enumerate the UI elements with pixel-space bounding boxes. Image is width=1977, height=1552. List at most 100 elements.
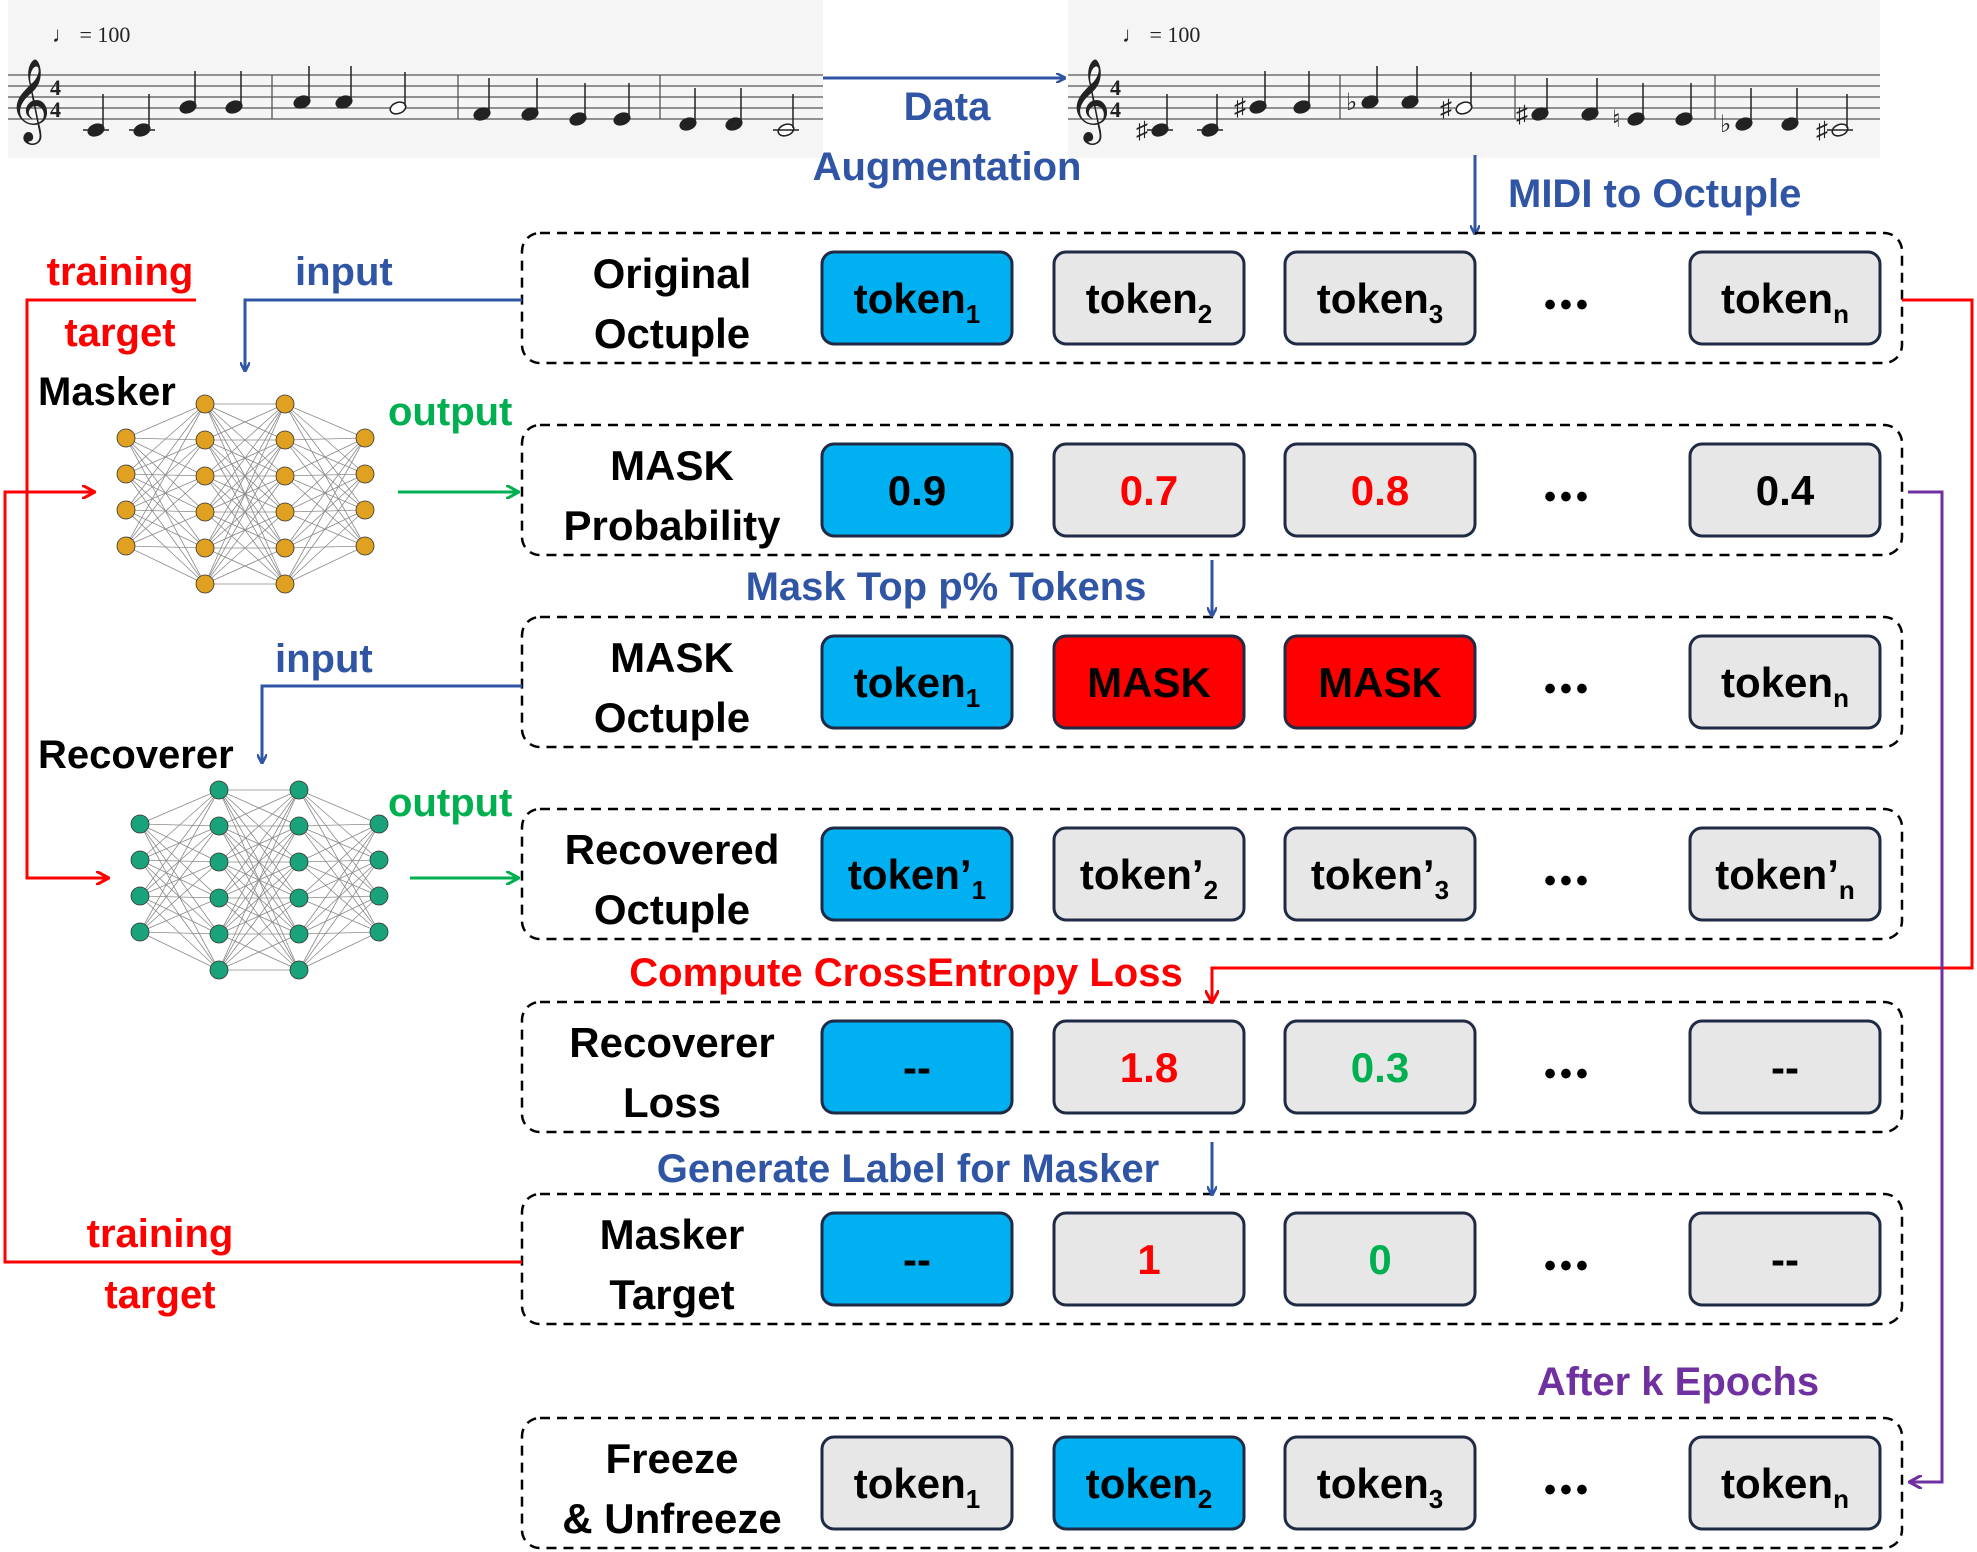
- music-note: [129, 94, 155, 137]
- network-edge: [298, 823, 380, 827]
- network-edge: [218, 897, 300, 971]
- music-note: [1781, 88, 1799, 131]
- network-node: [355, 500, 375, 520]
- music-note: [521, 78, 539, 121]
- row-title-line: Probability: [563, 502, 781, 549]
- svg-text:♯: ♯: [1136, 118, 1148, 144]
- token-box: [1688, 634, 1882, 730]
- token-box: [1052, 1211, 1246, 1307]
- network-edge: [139, 789, 220, 861]
- token-main: token: [1721, 275, 1833, 322]
- row-title-line: Recovered: [565, 826, 780, 873]
- token-cell: 0.4: [1688, 442, 1882, 538]
- network-node: [209, 924, 229, 944]
- music-note: [613, 83, 631, 126]
- after-k-epochs-arrow: [1908, 490, 1944, 1482]
- token-subscript: 3: [1429, 1484, 1443, 1514]
- network-node: [116, 428, 136, 448]
- time-signature-bottom: 4: [1110, 97, 1121, 122]
- token-text: 0.9: [888, 467, 946, 514]
- token-text: token1: [854, 275, 980, 329]
- original-score: ♩ = 100 𝄞 4 4: [8, 0, 823, 158]
- network-edge: [139, 931, 220, 971]
- network-node: [275, 466, 295, 486]
- ellipsis: •••: [1544, 478, 1592, 516]
- token-text: 0.8: [1351, 467, 1409, 514]
- token-main: token: [1317, 275, 1429, 322]
- music-note: [335, 66, 353, 109]
- token-subscript: n: [1833, 299, 1849, 329]
- token-box: [1283, 634, 1477, 730]
- token-main: --: [1771, 1044, 1799, 1091]
- network-edge: [218, 861, 300, 971]
- token-text: 1: [1137, 1236, 1160, 1283]
- ellipsis: •••: [1544, 1055, 1592, 1093]
- network-node: [355, 536, 375, 556]
- recoverer-network-icon: [130, 780, 389, 980]
- token-subscript: 1: [966, 683, 980, 713]
- token-subscript: 2: [1198, 1484, 1212, 1514]
- music-note: ♯: [1440, 72, 1473, 122]
- token-text: tokenn: [1721, 1460, 1849, 1514]
- row-frame: [520, 1416, 1904, 1550]
- network-edge: [139, 861, 220, 933]
- token-subscript: 3: [1435, 875, 1449, 905]
- token-cell: tokenn: [1688, 1435, 1882, 1531]
- token-main: 0: [1368, 1236, 1391, 1283]
- token-main: --: [903, 1044, 931, 1091]
- network-node: [289, 960, 309, 980]
- token-box: [1283, 442, 1477, 538]
- midi-to-octuple-label: MIDI to Octuple: [1508, 172, 1801, 216]
- token-text: --: [903, 1236, 931, 1283]
- token-subscript: n: [1833, 683, 1849, 713]
- token-main: --: [1771, 1236, 1799, 1283]
- network-edge: [204, 403, 286, 585]
- token-box: [1688, 442, 1882, 538]
- token-text: token3: [1317, 1460, 1443, 1514]
- network-node: [116, 500, 136, 520]
- token-cell: 1: [1052, 1211, 1246, 1307]
- time-signature-top: 4: [50, 75, 61, 100]
- network-edge: [284, 437, 366, 441]
- token-main: MASK: [1318, 659, 1442, 706]
- music-note: [83, 94, 109, 137]
- music-note: [473, 78, 491, 121]
- token-main: 1: [1137, 1236, 1160, 1283]
- token-box: [1283, 1435, 1477, 1531]
- ellipsis: •••: [1544, 1247, 1592, 1285]
- original-to-loss-arrow: [1212, 298, 1974, 1002]
- network-edge: [139, 789, 220, 933]
- ellipsis: •••: [1544, 286, 1592, 324]
- token-cell: token2: [1052, 1435, 1246, 1531]
- network-edge: [125, 403, 206, 547]
- network-edge: [204, 403, 286, 441]
- token-main: token’: [1311, 851, 1435, 898]
- network-edge: [204, 547, 286, 585]
- row-title-line: Target: [609, 1271, 734, 1318]
- network-node: [275, 538, 295, 558]
- token-text: 1.8: [1120, 1044, 1178, 1091]
- augmented-score: ♩ = 100 𝄞 4 4 ♯♯♭♯♯♮♭♯: [1068, 0, 1880, 158]
- token-cell: token’n: [1688, 826, 1882, 922]
- training-target-bottom-line2: target: [104, 1273, 215, 1317]
- network-edge: [218, 789, 300, 935]
- network-node: [195, 430, 215, 450]
- network-edge: [204, 403, 286, 513]
- network-node: [209, 852, 229, 872]
- token-cell: 0.3: [1283, 1019, 1477, 1115]
- network-edge: [125, 403, 206, 475]
- token-cell: tokenn: [1688, 250, 1882, 346]
- network-node: [195, 574, 215, 594]
- row-title-line: Original: [593, 250, 752, 297]
- network-node: [289, 816, 309, 836]
- network-edge: [218, 789, 300, 863]
- row-title-line: Octuple: [594, 694, 750, 741]
- music-note: ♭: [1720, 88, 1753, 138]
- network-edge: [139, 789, 220, 897]
- network-node: [209, 780, 229, 800]
